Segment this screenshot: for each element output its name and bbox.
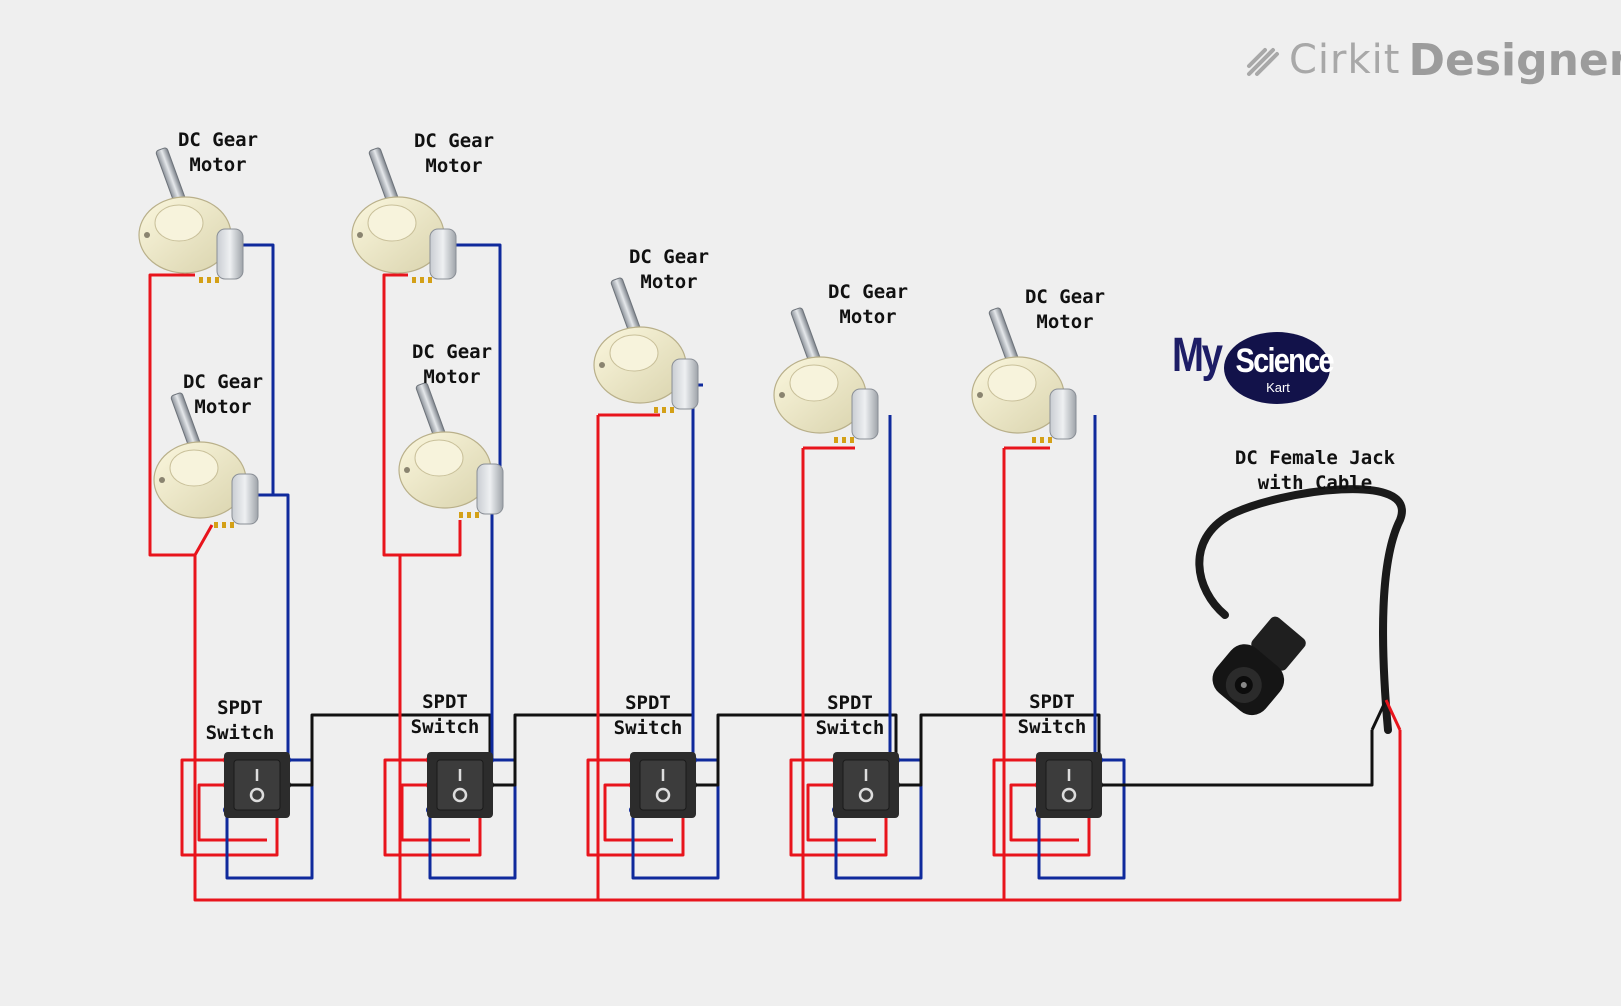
wire-red-inner-5[interactable]	[1009, 783, 1079, 842]
wire-blue-loop-3[interactable]	[631, 758, 720, 880]
switches-layer	[224, 752, 1102, 818]
switch-off-mark	[1061, 787, 1077, 803]
wire-blue-loop-4[interactable]	[834, 758, 923, 880]
my-science-kart-logo: My Science Kart	[1172, 328, 1335, 408]
dc-gear-motor-4[interactable]	[398, 381, 504, 519]
motors-layer	[138, 146, 1077, 529]
switch-off-mark	[858, 787, 874, 803]
wire-blue-motor-2[interactable]	[448, 243, 502, 495]
cirkit-designer-brand: Cirkit Designer	[1245, 30, 1621, 90]
wire-black-to-jack[interactable]	[1099, 730, 1374, 787]
spdt-switch-3[interactable]	[630, 752, 696, 818]
switch-rocker	[842, 759, 890, 811]
switch-rocker	[1045, 759, 1093, 811]
logo-science-text: Science	[1235, 342, 1335, 380]
wire-red-motor-2[interactable]	[382, 273, 462, 557]
wire-black-bus-3[interactable]	[693, 713, 898, 787]
switch-off-mark	[452, 787, 468, 803]
jack-lead-red	[1384, 699, 1402, 731]
brand-designer-text: Designer	[1408, 34, 1621, 86]
wire-red-loop-4[interactable]	[789, 758, 888, 857]
motor-body	[593, 276, 699, 414]
wire-red-inner-3[interactable]	[603, 783, 673, 842]
brand-cirkit-text: Cirkit	[1289, 37, 1401, 83]
cirkit-pen-icon	[1247, 48, 1279, 76]
spdt-switch-1[interactable]	[224, 752, 290, 818]
motor-body	[398, 381, 504, 519]
dc-female-jack[interactable]	[1195, 485, 1406, 734]
jack-cable	[1195, 485, 1406, 734]
spdt-switch-2[interactable]	[427, 752, 493, 818]
wire-blue-loop-1[interactable]	[225, 758, 314, 880]
jack-barrel	[1212, 616, 1306, 716]
wire-red-inner-2[interactable]	[400, 783, 470, 842]
wire-red-inner-4[interactable]	[806, 783, 876, 842]
wire-black-bus-1[interactable]	[287, 713, 492, 787]
logo-kart-text: Kart	[1266, 380, 1290, 395]
wire-blue-loop-2[interactable]	[428, 758, 517, 880]
wire-red-loop-5[interactable]	[992, 758, 1091, 857]
wire-blue-loop-5[interactable]	[1037, 758, 1126, 880]
switch-rocker	[639, 759, 687, 811]
logo-my-text: My	[1172, 329, 1223, 382]
dc-gear-motor-5[interactable]	[593, 276, 699, 414]
jack-lead-black	[1370, 699, 1388, 731]
switch-rocker	[233, 759, 281, 811]
spdt-switch-5[interactable]	[1036, 752, 1102, 818]
switch-rocker	[436, 759, 484, 811]
wire-red-loop-1[interactable]	[180, 758, 279, 857]
wire-red-inner-1[interactable]	[197, 783, 267, 842]
wire-red-loop-3[interactable]	[586, 758, 685, 857]
spdt-switch-4[interactable]	[833, 752, 899, 818]
switch-off-mark	[655, 787, 671, 803]
wire-red-motor-1[interactable]	[148, 273, 214, 557]
wire-red-bottom-bus[interactable]	[193, 555, 1402, 902]
logo-oval	[1224, 332, 1330, 404]
wire-black-bus-4[interactable]	[896, 713, 1101, 787]
switch-off-mark	[249, 787, 265, 803]
